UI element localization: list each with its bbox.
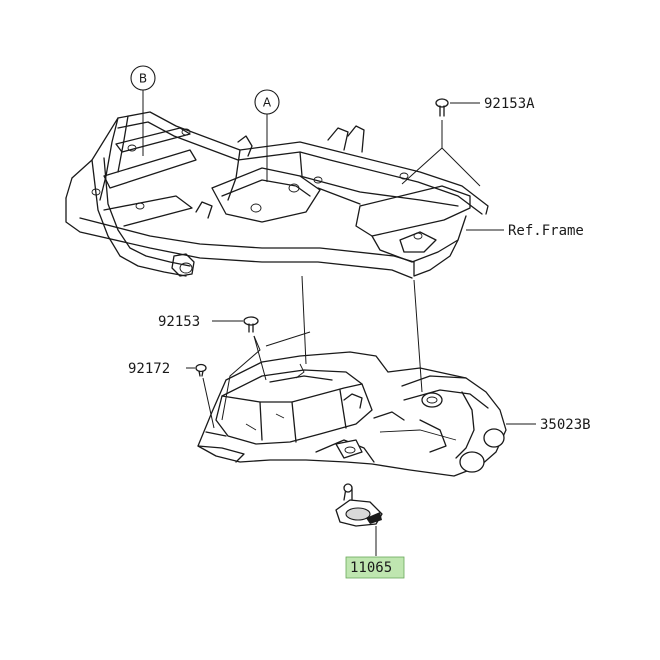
clip-92172 [195, 363, 207, 377]
screw-92153 [243, 316, 259, 333]
label-11065: 11065 [350, 560, 392, 576]
frame-assembly [65, 111, 489, 279]
callout-a-letter: A [263, 96, 272, 110]
label-35023b: 35023B [540, 417, 591, 433]
label-92153a: 92153A [484, 96, 535, 112]
label-ref-frame: Ref.Frame [508, 223, 584, 239]
screw-92153a [435, 98, 449, 117]
cap-part-11065 [335, 483, 383, 527]
callout-b-letter: B [139, 72, 147, 86]
leader-lines [142, 90, 536, 556]
callout-b: B [130, 65, 156, 91]
label-92172: 92172 [128, 361, 170, 377]
callout-a: A [254, 89, 280, 115]
undertray-assembly [197, 351, 507, 477]
label-92153: 92153 [158, 314, 200, 330]
label-11065-highlight: 11065 [345, 556, 405, 579]
